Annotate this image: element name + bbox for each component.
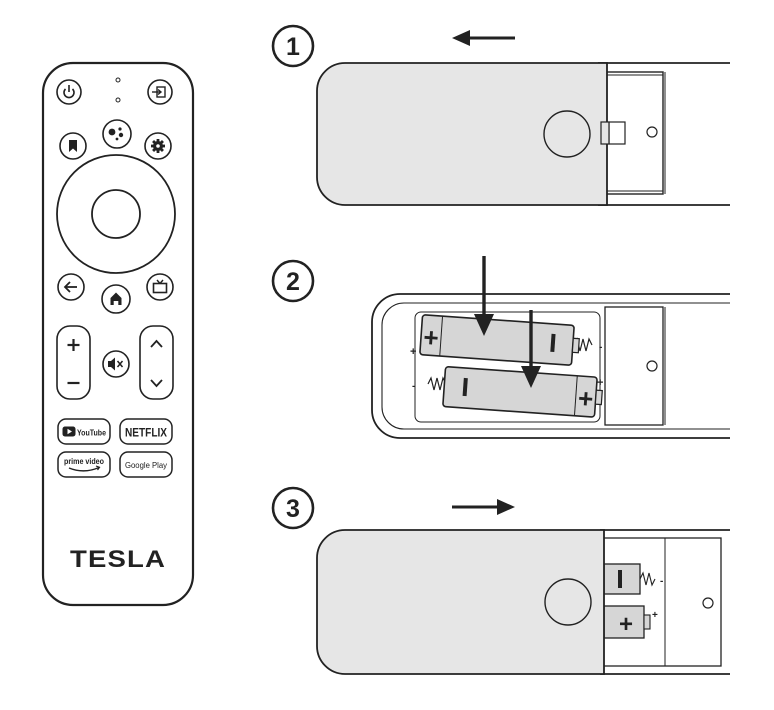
tv-button[interactable] bbox=[146, 273, 174, 301]
power-button[interactable] bbox=[56, 79, 82, 105]
arrow-down-icon bbox=[521, 310, 541, 388]
step-2-panel: 2 - + - + + bbox=[271, 256, 730, 439]
led-indicator bbox=[115, 77, 121, 83]
settings-button[interactable] bbox=[144, 132, 172, 160]
chevron-up-icon bbox=[150, 339, 163, 348]
prime-smile-icon bbox=[68, 466, 100, 472]
gear-icon bbox=[151, 139, 165, 153]
remote-body-rear bbox=[598, 62, 730, 206]
prime-video-button[interactable]: prime video bbox=[57, 451, 111, 478]
step-1-panel: 1 bbox=[271, 24, 730, 206]
step-3-number: 3 bbox=[286, 495, 300, 523]
step-2-badge: 2 bbox=[271, 259, 315, 303]
mic-hole bbox=[115, 97, 121, 103]
cover-grip bbox=[543, 110, 591, 158]
step-3-badge: 3 bbox=[271, 486, 315, 530]
channel-rocker[interactable] bbox=[139, 325, 174, 400]
battery-top-minus bbox=[550, 333, 556, 353]
battery-top: + bbox=[419, 314, 580, 366]
step-2-number: 2 bbox=[286, 268, 300, 296]
battery-bottom: + bbox=[442, 366, 603, 418]
terminal-minus-side: - bbox=[660, 576, 663, 587]
battery-bottom-minus bbox=[462, 377, 468, 397]
step-1-number: 1 bbox=[286, 33, 300, 61]
chevron-down-icon bbox=[150, 379, 163, 388]
mute-button[interactable] bbox=[102, 350, 130, 378]
home-button[interactable] bbox=[101, 284, 131, 314]
brand-logo: TESLA bbox=[70, 546, 166, 573]
step-3-panel: 3 - + + bbox=[271, 486, 730, 675]
battery-end-plus: + bbox=[619, 611, 633, 638]
volume-plus-icon bbox=[67, 339, 80, 351]
battery-bottom-plus: + bbox=[577, 383, 594, 414]
dpad-ok-button[interactable] bbox=[91, 189, 141, 239]
assistant-button[interactable] bbox=[102, 119, 132, 149]
bookmark-button[interactable] bbox=[59, 132, 87, 160]
remote-body-rear: - + + bbox=[600, 529, 730, 675]
back-arrow-icon bbox=[63, 281, 77, 293]
google-play-label: Google Play bbox=[125, 461, 167, 470]
prime-video-label: prime video bbox=[64, 456, 104, 466]
input-icon bbox=[152, 86, 166, 98]
step-1-badge: 1 bbox=[271, 24, 315, 68]
terminal-plus-bottom: + bbox=[597, 377, 603, 389]
back-button[interactable] bbox=[57, 273, 85, 301]
cover-grip bbox=[544, 578, 592, 626]
netflix-label: NETFLIX bbox=[125, 426, 167, 440]
google-assistant-icon bbox=[108, 127, 124, 141]
battery-cover bbox=[316, 529, 605, 675]
terminal-minus-top: - bbox=[599, 342, 602, 353]
terminal-plus-side: + bbox=[652, 610, 658, 621]
power-icon bbox=[63, 85, 75, 99]
netflix-button[interactable]: NETFLIX bbox=[119, 418, 173, 445]
mute-icon bbox=[108, 357, 124, 371]
arrow-left-icon bbox=[452, 30, 515, 46]
volume-rocker[interactable] bbox=[56, 325, 91, 400]
bookmark-icon bbox=[69, 140, 77, 152]
remote-control: YouTube NETFLIX prime video Google Play … bbox=[41, 61, 195, 607]
arrow-right-icon bbox=[452, 499, 515, 515]
terminal-plus-top: + bbox=[410, 346, 416, 358]
youtube-button[interactable]: YouTube bbox=[57, 418, 111, 445]
input-button[interactable] bbox=[147, 79, 173, 105]
battery-top-plus: + bbox=[422, 322, 439, 353]
home-icon bbox=[110, 292, 122, 305]
terminal-minus-bottom: - bbox=[412, 381, 415, 392]
battery-end-minus bbox=[618, 570, 622, 588]
google-play-button[interactable]: Google Play bbox=[119, 451, 173, 478]
tv-icon bbox=[152, 279, 168, 294]
arrow-down-icon bbox=[474, 256, 494, 336]
youtube-label: YouTube bbox=[77, 427, 106, 437]
spring-bottom bbox=[427, 376, 447, 391]
battery-cover bbox=[316, 62, 610, 206]
